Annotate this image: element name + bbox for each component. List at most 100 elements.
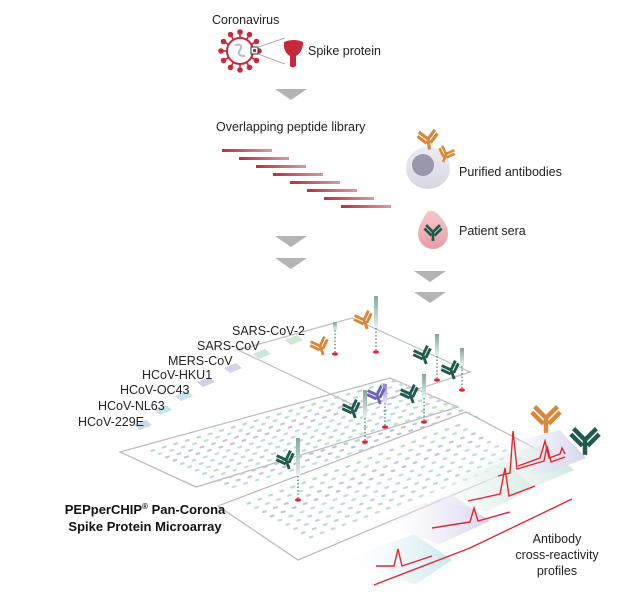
- microarray-spot: [357, 389, 363, 393]
- microarray-spot: [276, 497, 281, 501]
- antibody-pin: [308, 322, 338, 358]
- microarray-spot: [277, 471, 283, 475]
- microarray-spot: [280, 422, 285, 426]
- microarray-spot: [249, 425, 255, 429]
- microarray-spot: [241, 438, 247, 442]
- microarray-spot: [409, 469, 415, 473]
- microarray-spot: [316, 489, 322, 493]
- microarray-spot: [244, 448, 250, 452]
- microarray-spot: [306, 425, 312, 429]
- microarray-spot: [416, 415, 422, 419]
- microarray-spot: [293, 527, 298, 531]
- microarray-spot: [398, 399, 404, 403]
- peptide-segment: [256, 165, 306, 168]
- strain-label-sars-cov: SARS-CoV: [197, 339, 260, 353]
- microarray-slide-front: [118, 377, 460, 488]
- microarray-spot: [301, 448, 307, 452]
- microarray-spot: [373, 438, 379, 442]
- microarray-spot: [478, 436, 484, 440]
- microarray-spot: [423, 457, 429, 461]
- microarray-spot: [394, 405, 400, 409]
- microarray-spot: [400, 444, 406, 448]
- microarray-spot: [272, 419, 278, 423]
- microarray-spot: [317, 422, 323, 426]
- microarray-spot: [435, 415, 441, 419]
- microarray-spot: [252, 452, 258, 456]
- microarray-spot: [313, 498, 319, 502]
- microarray-spot: [287, 425, 293, 429]
- microarray-spot: [276, 412, 282, 416]
- microarray-spot: [262, 465, 268, 469]
- peptide-segment: [273, 173, 323, 176]
- microarray-spot: [367, 456, 373, 460]
- microarray-spot: [196, 435, 202, 439]
- microarray-spot: [341, 523, 347, 527]
- microarray-spot: [176, 452, 182, 456]
- microarray-spot: [388, 498, 394, 502]
- microarray-spot: [254, 478, 260, 482]
- microarray-spot: [354, 489, 360, 493]
- microarray-spot: [382, 465, 388, 469]
- microarray-spot: [363, 425, 368, 429]
- microarray-spot: [265, 415, 271, 419]
- microarray-spot: [459, 436, 465, 440]
- microarray-spot: [436, 399, 442, 403]
- microarray-spot: [277, 518, 283, 522]
- microarray-spot: [202, 471, 207, 475]
- microarray-spot: [291, 506, 297, 510]
- microarray-spot: [188, 448, 193, 452]
- microarray-spot: [420, 465, 426, 469]
- microarray-spot: [411, 440, 417, 444]
- microarray-spot: [357, 481, 363, 485]
- b-cell-icon: [406, 147, 450, 189]
- microarray-spot: [348, 506, 353, 510]
- microarray-spot: [377, 432, 383, 436]
- antibody-pin: [274, 438, 301, 502]
- microarray-spot: [456, 444, 462, 448]
- microarray-spot: [198, 462, 204, 466]
- peptide-segment: [239, 157, 289, 160]
- antibody-pins: [274, 296, 465, 502]
- microarray-spot: [213, 468, 219, 472]
- microarray-spot: [446, 412, 452, 416]
- microarray-spot: [362, 494, 368, 498]
- microarray-spot: [335, 455, 341, 459]
- microarray-spot: [209, 475, 215, 479]
- microarray-spot: [346, 452, 352, 456]
- microarray-spot: [290, 435, 296, 439]
- microarray-spot: [222, 438, 228, 442]
- microarray-spot: [210, 458, 216, 462]
- microarray-spot: [343, 494, 349, 498]
- microarray-spot: [366, 506, 372, 510]
- microarray-spot: [287, 493, 292, 497]
- microarray-spot: [340, 502, 346, 506]
- strain-marker: [253, 349, 271, 359]
- microarray-spot: [247, 475, 253, 479]
- microarray-spot: [350, 445, 356, 449]
- microarray-spot: [305, 493, 311, 497]
- microarray-spot: [296, 518, 302, 522]
- microarray-spot: [311, 527, 317, 531]
- microarray-spot: [455, 423, 461, 427]
- microarray-spot: [281, 465, 287, 469]
- microarray-spot: [439, 465, 445, 469]
- microarray-spot: [374, 510, 380, 514]
- microarray-spot: [321, 415, 327, 419]
- microarray-spot: [319, 531, 325, 535]
- microarray-spot: [221, 455, 227, 459]
- microarray-spot: [180, 445, 186, 449]
- microarray-spot: [328, 435, 334, 439]
- microarray-spot: [285, 522, 291, 526]
- microarray-spot: [332, 429, 338, 433]
- microarray-spot: [313, 429, 319, 433]
- microarray-spot: [245, 432, 251, 436]
- microarray-spot: [294, 429, 300, 433]
- microarray-spot: [325, 425, 331, 429]
- microarray-spot: [387, 477, 393, 481]
- title-line1-rest: Pan-Corona: [147, 502, 226, 517]
- microarray-spot: [291, 419, 297, 423]
- antibody-pin: [340, 390, 368, 444]
- microarray-spot: [255, 462, 261, 466]
- microarray-spot: [443, 402, 449, 406]
